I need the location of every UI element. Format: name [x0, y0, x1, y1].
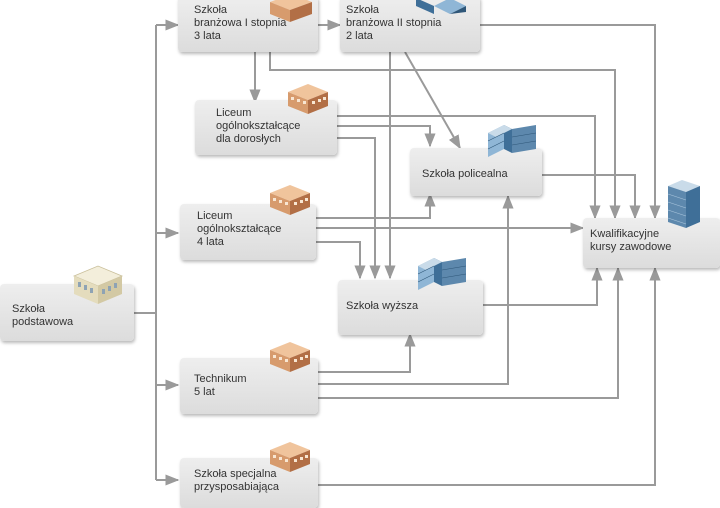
- arrow-liceum-dorosli-to-wyzsza-a: [337, 137, 381, 280]
- glass-building-icon: [487, 125, 537, 157]
- node-szkola-wyzsza: [338, 280, 483, 335]
- label-szkola-specjalna: Szkoła specjalna przysposabiająca: [194, 468, 279, 493]
- glass-building-icon: [416, 0, 466, 14]
- node-szkola-policealna: [410, 148, 542, 196]
- label-branzowa-1: Szkoła branżowa I stopnia 3 lata: [194, 4, 287, 42]
- brick-building-icon: [270, 342, 310, 372]
- arrow-specjalna-to-kursy: [318, 266, 661, 486]
- arrow-technikum-to-wyzsza: [318, 332, 416, 373]
- arrow-liceum-dorosli-to-kursy: [337, 115, 601, 220]
- label-szkola-policealna: Szkoła policealna: [422, 168, 508, 180]
- glass-building-icon: [417, 258, 467, 290]
- arrow-liceum4-to-policealna: [316, 192, 436, 219]
- brick-building-icon: [270, 185, 310, 215]
- arrow-policealna-to-kursy: [542, 174, 641, 220]
- node-kursy-zawodowe: [583, 218, 720, 268]
- label-szkola-wyzsza: Szkoła wyższa: [346, 300, 419, 312]
- arrow-technikum-to-policealna: [318, 194, 514, 385]
- label-technikum: Technikum 5 lat: [194, 373, 247, 398]
- label-branzowa-2: Szkoła branżowa II stopnia 2 lata: [346, 4, 442, 42]
- label-liceum-dla-doroslych: Liceum ogólnokształcące dla dorosłych: [216, 107, 301, 145]
- arrow-branzowa2-to-policealna: [404, 51, 461, 150]
- label-szkola-podstawowa: Szkoła podstawowa: [12, 303, 74, 328]
- arrow-branzowa2-to-kursy: [480, 24, 661, 220]
- label-liceum-4-lata: Liceum ogólnokształcące 4 lata: [197, 210, 282, 248]
- arrow-liceum4-to-wyzsza: [316, 241, 366, 280]
- arrow-technikum-to-kursy: [318, 266, 624, 399]
- arrow-branzowa1-to-kursy: [269, 52, 621, 220]
- arrow-liceum-dorosli-to-policealna: [337, 125, 436, 148]
- arrow-wyzsza-to-kursy: [483, 266, 603, 306]
- brick-building-icon: [270, 442, 310, 472]
- glass-tower-icon: [667, 180, 700, 228]
- school-building-icon: [72, 265, 124, 304]
- brick-building-icon: [288, 84, 328, 114]
- brick-building-icon: [270, 0, 312, 22]
- label-kursy-zawodowe: Kwalifikacyjne kursy zawodowe: [590, 228, 672, 253]
